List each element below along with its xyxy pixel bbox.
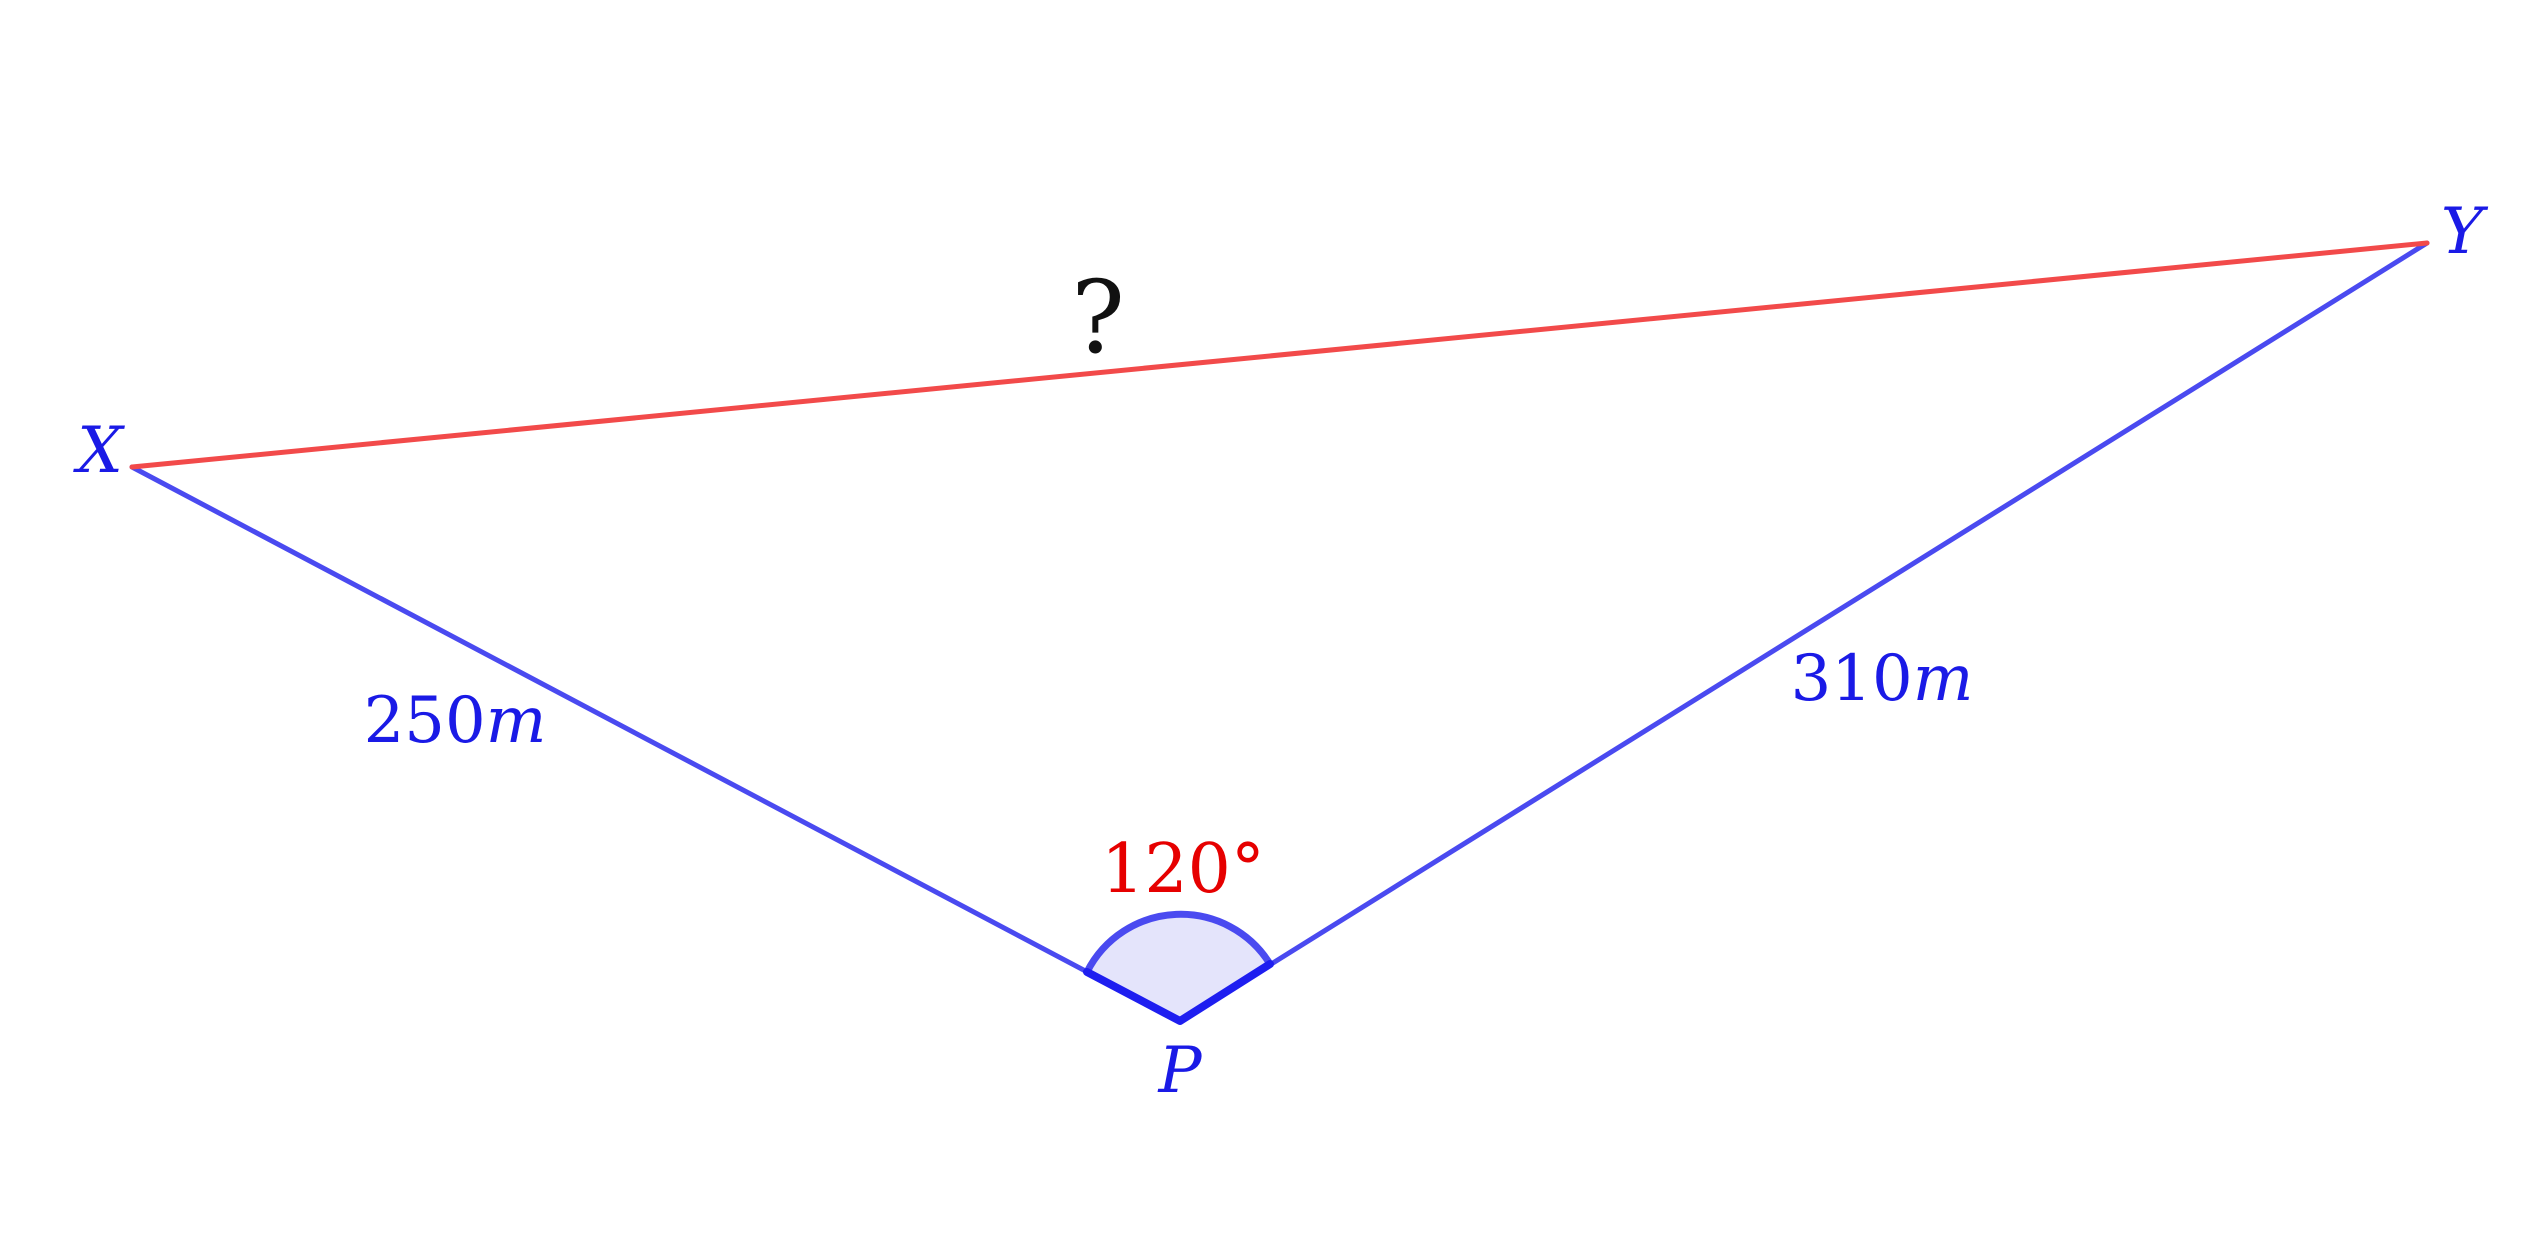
side-py-length-unit: m	[1913, 642, 1974, 716]
side-py-length-value: 310	[1791, 642, 1913, 716]
side-xy	[129, 240, 2430, 470]
vertex-label-p: P	[1157, 1034, 1202, 1108]
side-xp	[129, 464, 1183, 1024]
vertex-label-y: Y	[2441, 195, 2489, 269]
side-xp-length-value: 250	[364, 684, 486, 758]
side-xp-length-unit: m	[486, 684, 547, 758]
angle-120-arc	[1083, 910, 1274, 976]
side-py-length-label: 310m	[1791, 642, 1974, 716]
side-xp-length-label: 250m	[364, 684, 547, 758]
angle-label: 120°	[1101, 830, 1265, 909]
angle-120-radii	[1083, 960, 1274, 1025]
side-py	[1177, 240, 2430, 1024]
side-xy-unknown-label: ?	[1071, 259, 1125, 376]
vertex-label-x: X	[72, 414, 125, 488]
